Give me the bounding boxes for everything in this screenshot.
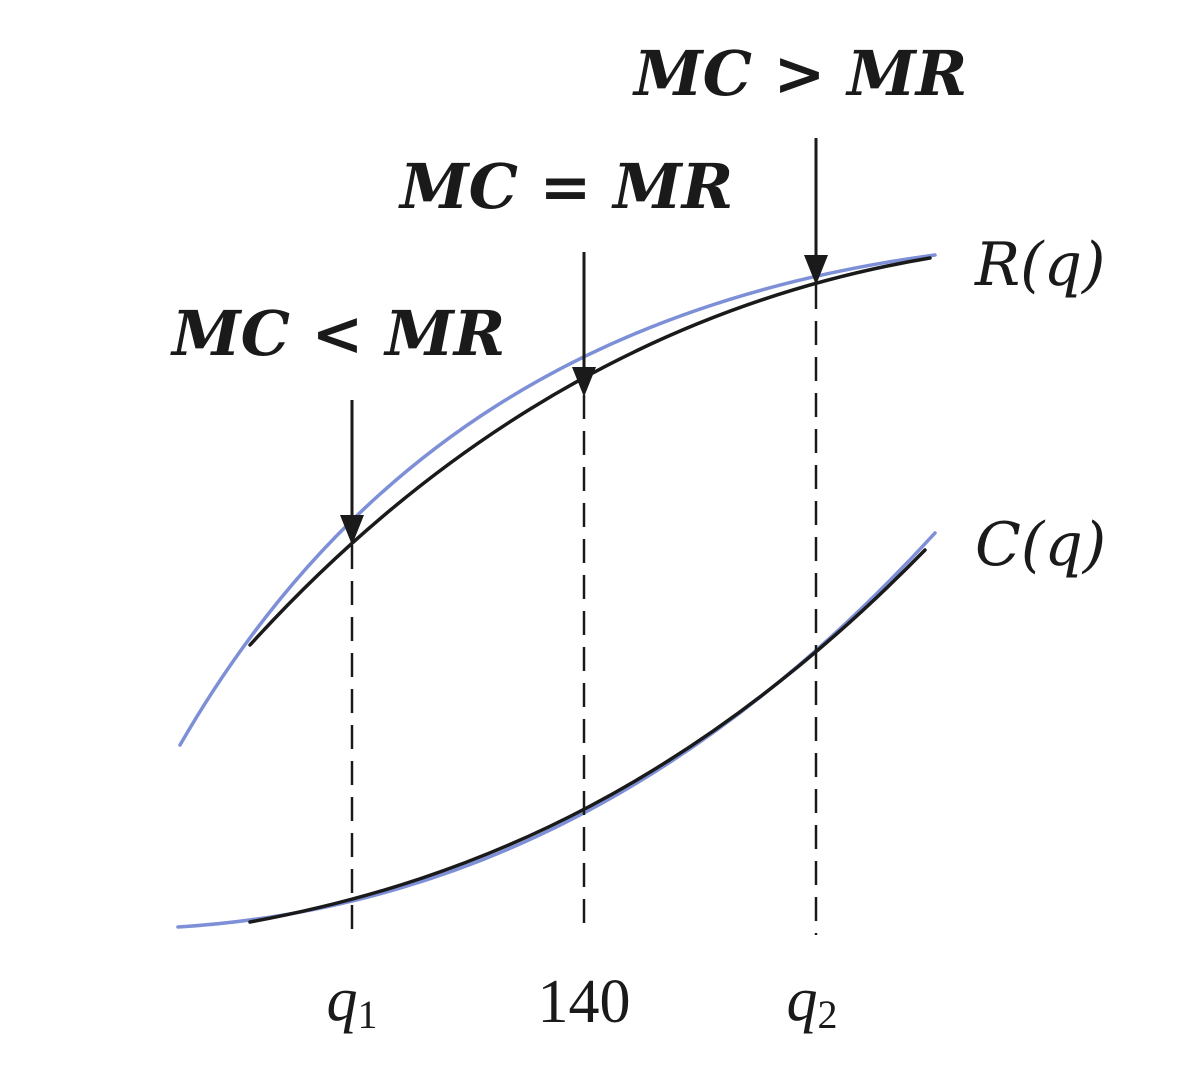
revenue-curve (248, 256, 932, 647)
cost-curve-tint (176, 531, 937, 929)
tick-label-q2: q2 (787, 966, 838, 1037)
annotation-mc-less-than-mr: MC < MR (170, 297, 505, 370)
tick-label-140: 140 (538, 968, 631, 1036)
right-arrow (804, 138, 828, 285)
cost-curve (248, 548, 927, 924)
revenue-curve-tint (178, 253, 937, 747)
left-arrow (340, 400, 364, 545)
middle-arrow (572, 252, 596, 397)
annotation-mc-greater-than-mr: MC > MR (632, 37, 967, 110)
revenue-curve-label: R(q) (974, 230, 1105, 300)
cost-curve-label: C(q) (975, 510, 1106, 580)
tick-label-q1: q1 (327, 966, 378, 1037)
annotation-mc-equals-mr: MC = MR (398, 150, 733, 223)
